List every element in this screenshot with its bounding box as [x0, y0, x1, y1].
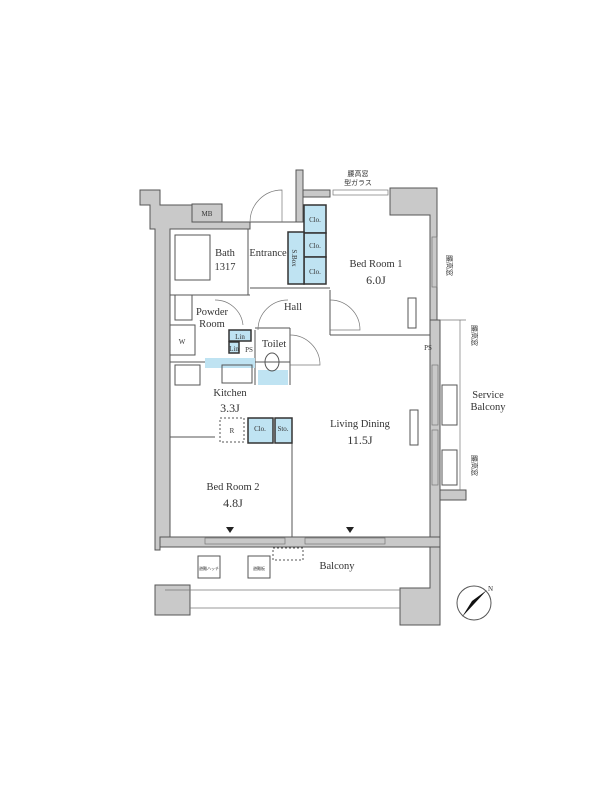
interior-walls — [165, 229, 466, 609]
linen-label-2: Lin — [229, 345, 239, 353]
living-dining-label: Living Dining — [330, 419, 391, 430]
bedroom2-label: Bed Room 2 — [206, 482, 259, 493]
ps-label: PS — [245, 346, 253, 354]
window-label-service-1: 腰高窓 — [470, 325, 479, 346]
hatch-label: 避難ハッチ — [199, 565, 219, 571]
evacuation-hatch — [197, 555, 221, 579]
linen-label: Lin — [235, 333, 245, 341]
closet-label: Clo. — [309, 242, 321, 250]
entrance-label: Entrance — [249, 248, 287, 259]
powder-room-label-2: Room — [199, 319, 225, 330]
fridge-space — [219, 417, 245, 443]
north-compass-icon: N — [456, 585, 493, 621]
service-balcony-label: Service — [472, 390, 504, 401]
toilet-bowl — [264, 352, 280, 372]
bedroom1-label: Bed Room 1 — [349, 259, 402, 270]
bedroom2-size: 4.8J — [223, 496, 243, 510]
service-balcony-label-2: Balcony — [471, 402, 507, 413]
window-note-top: 型ガラス — [344, 178, 372, 187]
mb-label: MB — [202, 210, 213, 218]
fixtures — [169, 234, 458, 579]
washer-space — [169, 324, 196, 356]
closet-label: Clo. — [309, 268, 321, 276]
ps-label-2: PS — [424, 344, 432, 352]
north-label: N — [488, 585, 493, 593]
sink — [221, 364, 253, 384]
evacuation-panel — [247, 555, 271, 579]
closet-label: Clo. — [254, 425, 266, 433]
stove-icon — [174, 364, 201, 386]
shoes-box-label: S.Box — [290, 249, 298, 267]
balcony-label: Balcony — [320, 561, 356, 572]
fridge-label: R — [230, 427, 235, 435]
powder-room-label: Powder — [196, 307, 229, 318]
washer-label: W — [179, 338, 186, 346]
bathtub — [174, 234, 211, 281]
vanity — [174, 294, 193, 321]
kitchen-label: Kitchen — [213, 388, 247, 399]
closets — [205, 204, 327, 561]
hall-label: Hall — [284, 302, 302, 313]
window-marker-icon — [346, 527, 354, 533]
window-label-service-2: 腰高窓 — [470, 455, 479, 476]
windows — [204, 189, 439, 545]
toilet-label: Toilet — [262, 339, 286, 350]
living-dining-size: 11.5J — [347, 433, 373, 447]
panel-label: 避難板 — [253, 565, 265, 571]
bedroom1-size: 6.0J — [366, 273, 386, 287]
bath-size: 1317 — [215, 262, 236, 273]
window-label-top: 腰高窓 — [348, 169, 369, 178]
bath-label: Bath — [215, 248, 236, 259]
window-marker-icon — [226, 527, 234, 533]
doors — [214, 189, 361, 366]
closet-label: Clo. — [309, 216, 321, 224]
storage-label: Sto. — [277, 425, 288, 433]
window-label-side: 腰高窓 — [445, 255, 454, 276]
kitchen-size: 3.3J — [220, 401, 240, 415]
